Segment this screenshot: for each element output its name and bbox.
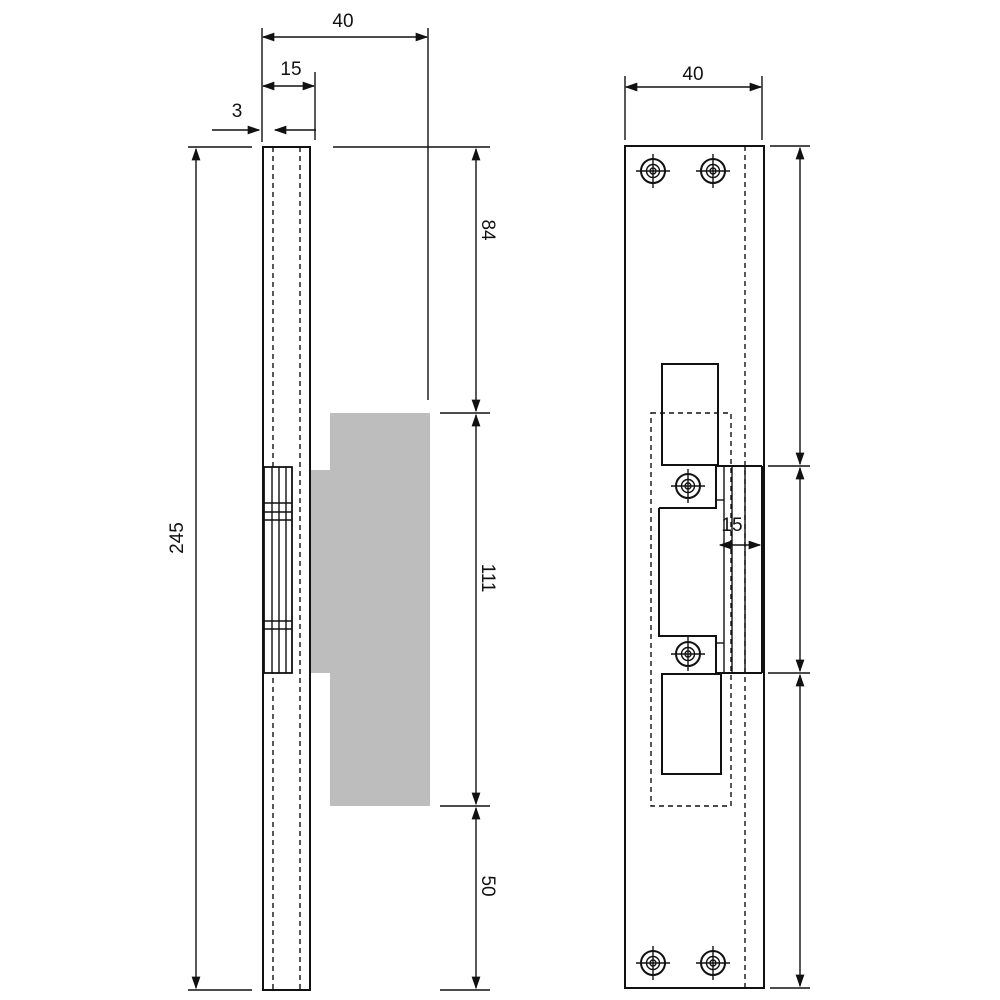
screw-latch-lower (671, 637, 705, 671)
right-dimension-lines (624, 82, 805, 988)
dim-keeper-height-label: 111 (477, 564, 498, 593)
left-extension-lines (188, 28, 490, 991)
door-section-shading (311, 413, 430, 806)
dim-top-offset-label: 84 (477, 219, 498, 241)
latch-profile (263, 466, 293, 674)
screw-bottom-right (696, 946, 730, 980)
left-dimension-lines (191, 32, 481, 990)
screw-top-left (636, 154, 670, 188)
dim-lip-label: 3 (232, 101, 243, 122)
lower-block (661, 673, 722, 775)
dim-overall-width-label: 40 (332, 11, 353, 32)
latch-recess (658, 465, 763, 674)
hidden-lock-body-outline (650, 412, 732, 807)
dim-front-width-label: 40 (682, 64, 703, 85)
dim-bottom-offset-label: 50 (477, 875, 498, 896)
screw-top-right (696, 154, 730, 188)
right-front-view: 40 15 (624, 64, 810, 989)
dim-latch-depth-label: 15 (721, 515, 742, 536)
right-extension-lines (624, 76, 810, 989)
dim-plate-width-label: 15 (280, 59, 301, 80)
front-plate-outline (624, 145, 765, 989)
screw-bottom-left (636, 946, 670, 980)
screw-latch-upper (671, 469, 705, 503)
upper-block (661, 363, 719, 466)
plate-profile (262, 146, 311, 991)
left-side-view: 40 15 3 245 84 111 50 (167, 11, 498, 991)
dim-total-height-label: 245 (167, 522, 188, 554)
